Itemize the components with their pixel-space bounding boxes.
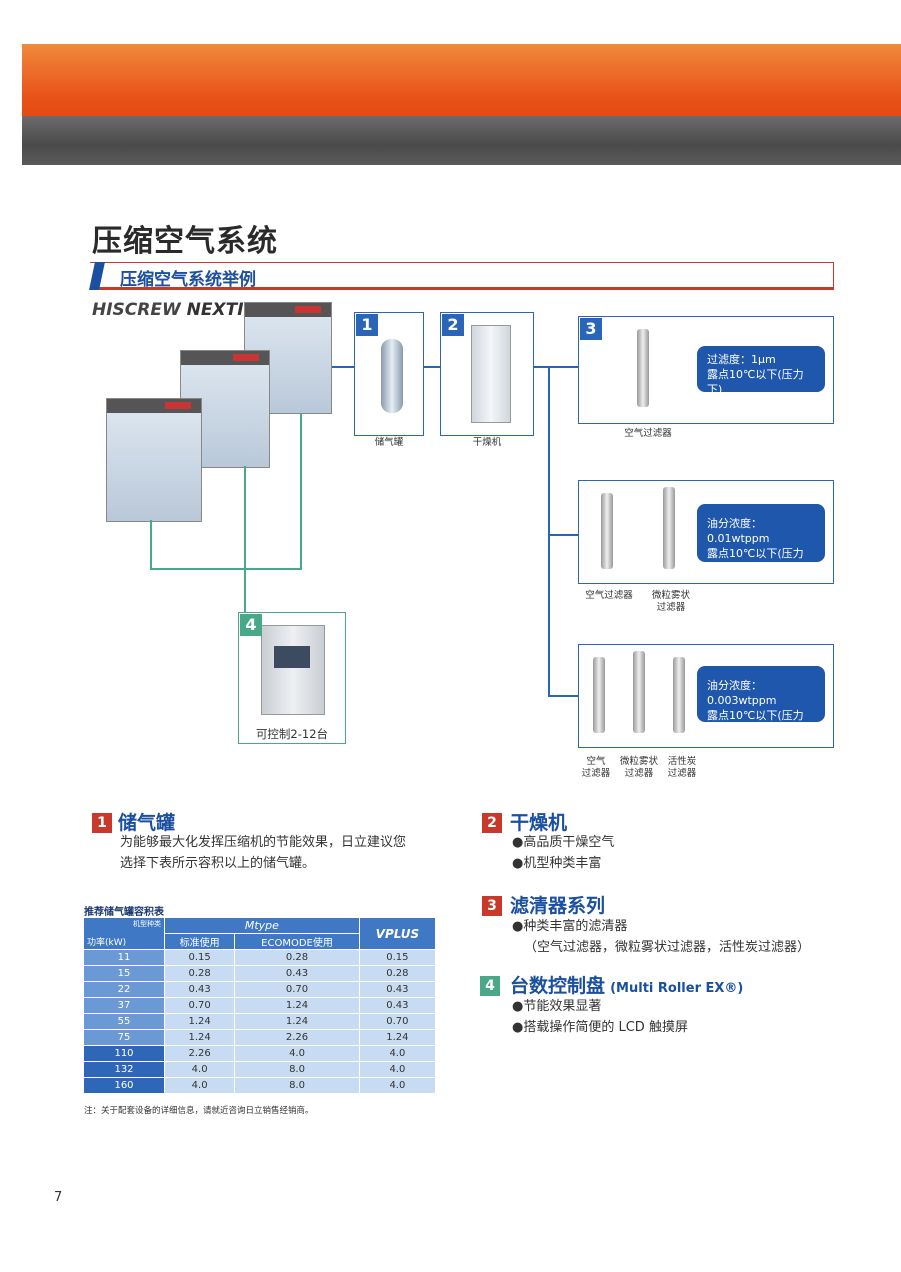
filter-label: 微粒雾状 过滤器 [619, 756, 658, 779]
pipe-line [548, 366, 550, 696]
signal-line [150, 568, 302, 570]
header-banner-orange [22, 44, 901, 116]
pipe-line [548, 534, 580, 536]
page-title: 压缩空气系统 [92, 224, 278, 259]
filter-image [601, 493, 613, 569]
unit-label: 空气过滤器 [624, 428, 672, 439]
section-number: 2 [482, 813, 502, 833]
table-header-std: 标准使用 [163, 933, 236, 950]
signal-line [150, 520, 152, 570]
filter-image [637, 329, 649, 407]
brand-logo: HISCREW NEXTII [92, 300, 250, 320]
dryer-image [471, 325, 511, 423]
table-header-vplus: VPLUS [358, 917, 437, 950]
table-corner: 机型种类 功率(kW) [83, 917, 165, 950]
unit-number: 1 [356, 314, 378, 336]
section-number: 1 [92, 813, 112, 833]
table-title: 推荐储气罐容积表 [84, 907, 164, 918]
filter-image [663, 487, 675, 569]
section-heading: 台数控制盘 (Multi Roller EX®) [510, 975, 744, 997]
signal-line [300, 414, 302, 570]
filter-label: 微粒雾状 过滤器 [651, 590, 690, 613]
unit-label: 可控制2-12台 [255, 727, 329, 741]
filter-label: 空气 过滤器 [581, 756, 611, 779]
table-header-eco: ECOMODE使用 [234, 933, 360, 950]
pipe-line [332, 366, 354, 368]
filter-label: 活性炭 过滤器 [667, 756, 697, 779]
table-note: 注：关于配套设备的详细信息，请就近咨询日立销售经销商。 [84, 1106, 314, 1116]
section-body: ●节能效果显著●搭载操作简便的 LCD 触摸屏 [512, 999, 688, 1035]
pipe-line [422, 366, 442, 368]
signal-line [244, 466, 246, 612]
table-header-mtype: Mtype [164, 917, 360, 934]
compressor-image [106, 398, 202, 522]
tank-volume-table: 机型种类 功率(kW) Mtype VPLUS 标准使用 ECOMODE使用 1… [83, 917, 437, 1094]
unit-label: 储气罐 [374, 437, 404, 448]
unit-number: 2 [442, 314, 464, 336]
pipe-line [532, 366, 580, 368]
unit-controller-box [238, 612, 346, 744]
section-title: 压缩空气系统举例 [120, 270, 256, 290]
filter-image [593, 657, 605, 733]
section-number: 4 [480, 976, 500, 996]
header-banner-gray [22, 116, 901, 165]
section-heading: 滤清器系列 [510, 895, 606, 917]
section-body: ●种类丰富的滤清器（空气过滤器，微粒雾状过滤器，活性炭过滤器） [512, 919, 811, 955]
unit-label: 干燥机 [472, 437, 502, 448]
section-number: 3 [482, 896, 502, 916]
section-heading: 储气罐 [118, 812, 176, 834]
filter-label: 空气过滤器 [585, 590, 633, 601]
page-number: 7 [54, 1190, 63, 1205]
pipe-line [548, 695, 580, 697]
unit-number: 3 [580, 318, 602, 340]
filter-image [633, 651, 645, 733]
section-body: 为能够最大化发挥压缩机的节能效果，日立建议您选择下表所示容积以上的储气罐。 [120, 835, 407, 871]
filter-image [673, 657, 685, 733]
section-header-bar [90, 262, 834, 290]
tank-image [381, 339, 403, 413]
section-body: ●高品质干燥空气●机型种类丰富 [512, 835, 615, 871]
section-heading: 干燥机 [510, 812, 568, 834]
unit-number: 4 [240, 614, 262, 636]
controller-image [261, 625, 325, 715]
